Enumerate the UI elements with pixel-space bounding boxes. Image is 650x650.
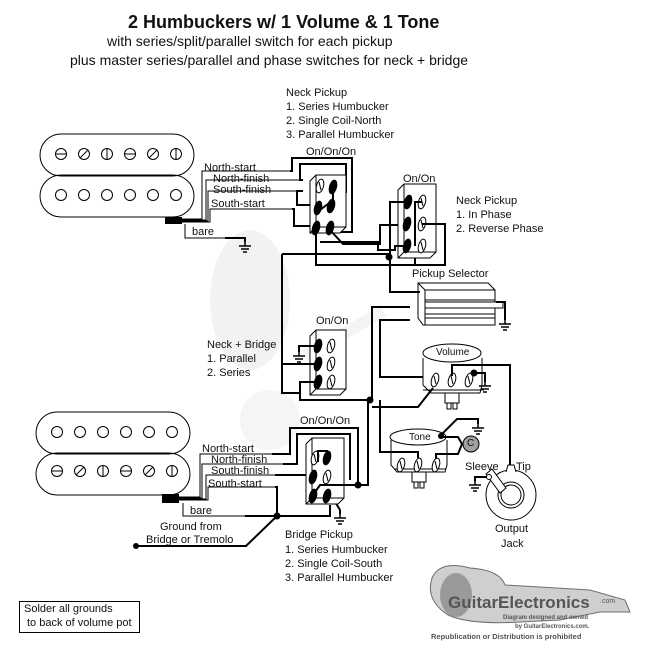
neck-wire-label: South-start xyxy=(211,198,265,210)
bridge-switch-type: On/On/On xyxy=(300,415,351,427)
jack-label: Jack xyxy=(501,538,524,550)
series-parallel-switch-title: Neck + Bridge xyxy=(207,339,277,351)
subtitle-2: plus master series/parallel and phase sw… xyxy=(70,52,469,68)
ground-icon xyxy=(471,423,485,435)
ground-icon xyxy=(468,480,482,492)
bridge-switch-option: 1. Series Humbucker xyxy=(285,544,388,556)
phase-switch-option: 2. Reverse Phase xyxy=(456,223,544,235)
bridge-switch-title: Bridge Pickup xyxy=(285,529,353,541)
logo-line-1: Diagram designed and owned xyxy=(503,615,589,621)
sleeve-label: Sleeve xyxy=(465,461,499,473)
ground-icon xyxy=(333,513,347,525)
output-label: Output xyxy=(495,523,529,535)
neck-wire-label: North-finish xyxy=(213,173,270,185)
neck-switch-option: 3. Parallel Humbucker xyxy=(286,129,395,141)
solder-note-box xyxy=(19,601,140,633)
guitarelectronics-logo-icon xyxy=(429,565,631,624)
bridge-wire-label: North-finish xyxy=(211,454,268,466)
bridge-lead-block xyxy=(162,494,179,503)
output-jack-icon xyxy=(485,464,537,521)
bridge-switch-option: 3. Parallel Humbucker xyxy=(285,572,394,584)
logo-line-3: Republication or Distribution is prohibi… xyxy=(431,632,582,641)
logo-suffix: .com xyxy=(600,598,616,605)
series-parallel-switch-type: On/On xyxy=(316,315,349,327)
tip-label: Tip xyxy=(516,461,531,473)
phase-switch-title: Neck Pickup xyxy=(456,195,518,207)
logo-brand: GuitarElectronics xyxy=(448,593,590,612)
ground-from-label-2: Bridge or Tremolo xyxy=(146,534,234,546)
pickup-selector-body xyxy=(417,282,504,326)
neck-wire-label: North-start xyxy=(204,162,256,174)
subtitle-1: with series/split/parallel switch for ea… xyxy=(107,33,393,49)
bridge-wire-label: South-start xyxy=(208,478,262,490)
neck-switch-type: On/On/On xyxy=(306,146,357,158)
logo-line-2: by GuitarElectronics.com. xyxy=(515,624,590,630)
neck-leads xyxy=(182,170,303,239)
note-line-1: Solder all grounds xyxy=(24,603,113,615)
page-title: 2 Humbuckers w/ 1 Volume & 1 Tone xyxy=(128,12,440,32)
neck-pole-screws xyxy=(55,148,182,201)
bridge-wire-label: North-start xyxy=(202,443,254,455)
bridge-leads xyxy=(179,453,283,517)
neck-bare-label: bare xyxy=(192,226,215,238)
bridge-bare-label: bare xyxy=(190,505,213,517)
capacitor-label: C xyxy=(467,438,475,449)
series-parallel-switch-option: 1. Parallel xyxy=(207,353,256,365)
tone-label: Tone xyxy=(409,432,431,443)
phase-switch-type: On/On xyxy=(403,173,436,185)
neck-wire-label: South-finish xyxy=(213,184,272,196)
neck-humbucker xyxy=(39,133,195,218)
neck-switch-title: Neck Pickup xyxy=(286,87,348,99)
neck-switch-option: 2. Single Coil-North xyxy=(286,115,382,127)
capacitor-icon xyxy=(462,435,480,453)
series-parallel-switch-option: 2. Series xyxy=(207,367,251,379)
phase-switch-option: 1. In Phase xyxy=(456,209,512,221)
volume-label: Volume xyxy=(436,347,470,358)
ground-icon xyxy=(498,319,512,331)
bridge-pole-screws xyxy=(51,426,178,477)
ground-from-label: Ground from xyxy=(160,521,222,533)
pickup-selector-label: Pickup Selector xyxy=(412,268,489,280)
neck-switch-option: 1. Series Humbucker xyxy=(286,101,389,113)
note-line-2: to back of volume pot xyxy=(27,617,132,629)
bridge-switch-option: 2. Single Coil-South xyxy=(285,558,383,570)
ground-icon xyxy=(292,351,306,363)
bridge-humbucker xyxy=(35,411,191,496)
bridge-wire-label: South-finish xyxy=(211,465,270,477)
neck-lead-block xyxy=(165,217,182,224)
